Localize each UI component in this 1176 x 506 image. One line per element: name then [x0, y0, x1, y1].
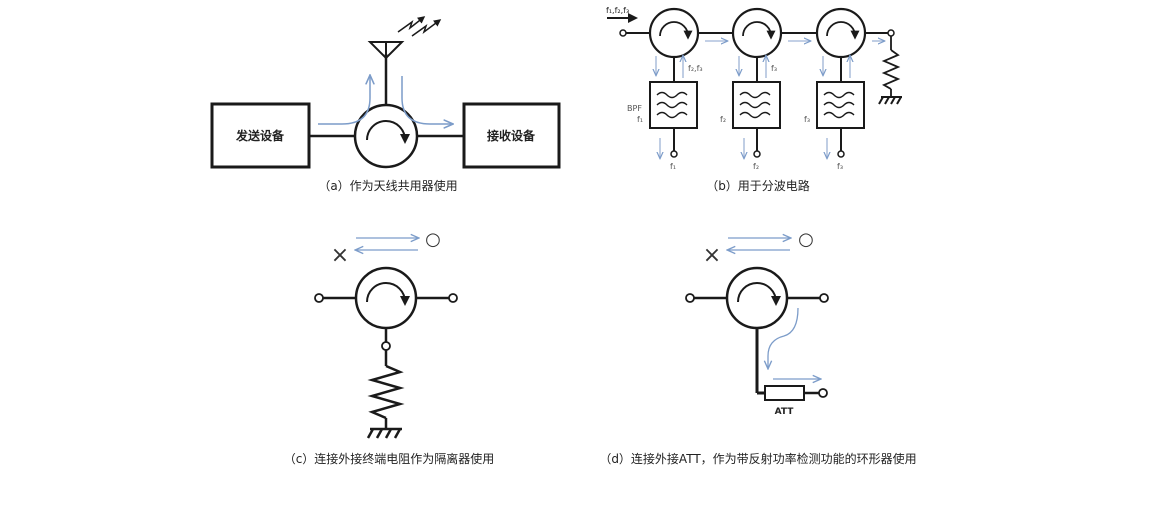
circulator-b3: [815, 7, 867, 59]
output-terminal-1: [670, 150, 678, 158]
bpf-filter-1: [649, 81, 698, 129]
port-1-c: [314, 293, 324, 303]
port-1-d: [685, 293, 695, 303]
circulator-c: [354, 266, 418, 330]
filter-freq-label-3: f₃: [804, 115, 810, 124]
panel-c-isolator: × ○ （c）连接外接终端电阻作为隔离器使用: [284, 229, 495, 466]
att-output-terminal: [818, 388, 828, 398]
bpf-filter-2: [732, 81, 781, 129]
tx-signal-arrow: [318, 76, 370, 125]
rx-label: 接收设备: [487, 128, 536, 143]
tx-box: [210, 102, 311, 169]
ground-icon: [366, 427, 402, 439]
forward-mark-d: ○: [798, 229, 814, 250]
panel-d-caption: （d）连接外接ATT，作为带反射功率检测功能的环形器使用: [599, 451, 916, 466]
reverse-mark-d: ×: [703, 243, 721, 268]
output-terminal-3: [837, 150, 845, 158]
panel-a-caption: （a）作为天线共用器使用: [318, 178, 457, 193]
filter-freq-label-1: f₁: [637, 115, 643, 124]
panel-b-demultiplexer: f₁,f₂,f₃: [606, 6, 902, 193]
panel-c-caption: （c）连接外接终端电阻作为隔离器使用: [284, 451, 495, 466]
termination-node: [887, 29, 895, 37]
radio-wave-icon: [397, 16, 442, 37]
port-2-c: [448, 293, 458, 303]
ground-icon: [878, 96, 902, 105]
bpf-label: BPF: [627, 104, 642, 113]
pass-label-1: f₂,f₃: [688, 64, 703, 73]
termination-resistor-c: [367, 350, 405, 428]
att-label: ATT: [775, 407, 795, 417]
pass-label-2: f₃: [771, 64, 777, 73]
input-freq-label: f₁,f₂,f₃: [606, 6, 629, 15]
input-terminal: [619, 29, 627, 37]
bpf-filter-3: [816, 81, 865, 129]
panel-d-circulator-with-att: × ○ ATT （d）连接外接ATT，作为带反射功率检测功能的环形器使用: [599, 229, 916, 466]
termination-resistor-b: [881, 36, 901, 96]
antenna-icon: [367, 41, 405, 60]
output-terminal-2: [753, 150, 761, 158]
port-3-c: [381, 341, 391, 351]
circulator-b1: [648, 7, 700, 59]
output-label-3: f₃: [837, 162, 843, 171]
circulator-a: [353, 103, 419, 169]
panel-a-antenna-duplexer: 发送设备 接收设备 （a）作为天线共用器使用: [210, 16, 561, 193]
reverse-mark-c: ×: [331, 243, 349, 268]
circulator-b2: [731, 7, 783, 59]
port-2-d: [819, 293, 829, 303]
circulator-d: [725, 266, 789, 330]
panel-b-caption: （b）用于分波电路: [706, 178, 810, 193]
filter-freq-label-2: f₂: [720, 115, 726, 124]
reflected-signal-arrow: [768, 307, 799, 368]
output-label-1: f₁: [670, 162, 676, 171]
rx-signal-arrow: [401, 76, 452, 124]
output-label-2: f₂: [753, 162, 759, 171]
forward-mark-c: ○: [425, 229, 441, 250]
tx-label: 发送设备: [235, 128, 285, 143]
rx-box: [462, 102, 561, 169]
att-block: [764, 385, 805, 401]
